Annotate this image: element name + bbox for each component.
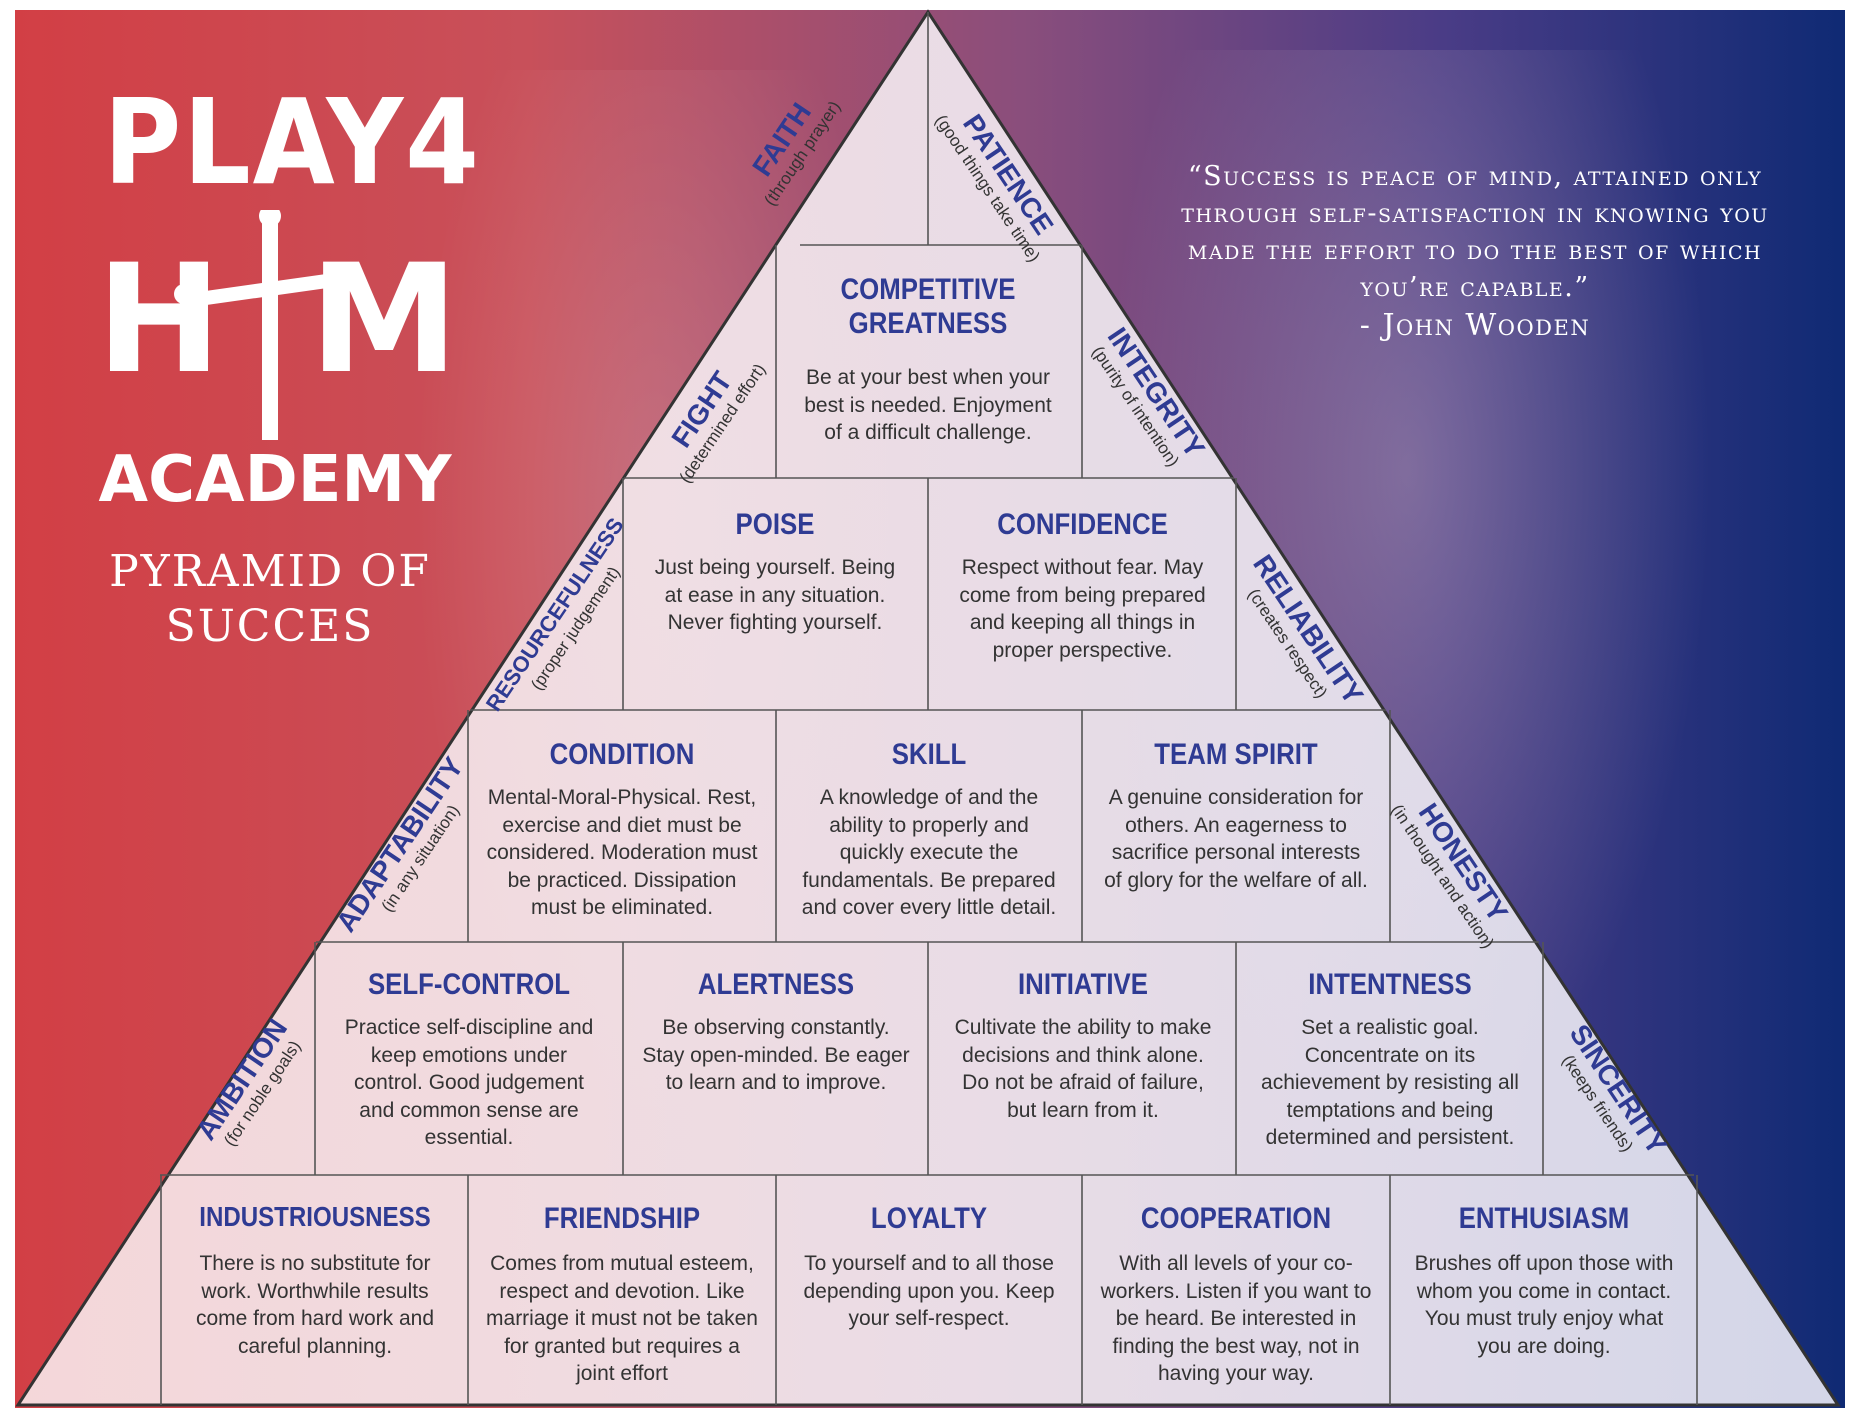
block-alertness-desc: Be observing constantly. Stay open-minde… [642,1016,910,1094]
pyramid-subtitle-line2: SUCCES [165,601,375,652]
nail-cross-icon [174,210,361,440]
block-condition-title: CONDITION [549,738,695,771]
block-industriousness-desc: There is no substitute for work. Worthwh… [195,1252,435,1358]
block-self-control-title: SELF-CONTROL [367,968,571,1001]
block-cooperation-desc: With all levels of your co-workers. List… [1100,1252,1372,1385]
logo-him-m: M [309,233,461,407]
block-initiative-desc: Cultivate the ability to make decisions … [954,1016,1212,1122]
block-intentness-title: INTENTNESS [1308,968,1472,1001]
block-friendship-desc: Comes from mutual esteem, respect and de… [486,1252,758,1385]
block-team-spirit-desc: A genuine consideration for others. An e… [1104,786,1368,892]
block-confidence-desc: Respect without fear. May come from bein… [959,556,1206,662]
block-loyalty-title: LOYALTY [870,1202,988,1235]
block-initiative-title: INITIATIVE [1018,968,1148,1001]
wooden-quote: “Success is peace of mind, attained only… [1181,161,1769,303]
block-poise-title: POISE [735,508,815,541]
block-condition-desc: Mental-Moral-Physical. Rest, exercise an… [486,786,758,919]
quote-author: - John Wooden [1359,308,1591,343]
block-enthusiasm-title: ENTHUSIASM [1458,1202,1630,1235]
block-alertness-title: ALERTNESS [697,968,855,1001]
block-team-spirit-title: TEAM SPIRIT [1154,738,1318,771]
block-friendship-title: FRIENDSHIP [543,1202,701,1235]
block-skill-title: SKILL [891,738,967,771]
pyramid-subtitle-line1: PYRAMID OF [109,546,431,597]
logo-play4: PLAY4 [103,73,481,211]
block-intentness-desc: Set a realistic goal. Concentrate on its… [1261,1016,1519,1149]
logo-academy: ACADEMY [98,443,452,517]
pyramid-grid-lines [160,12,1698,1405]
block-loyalty-desc: To yourself and to all those depending u… [803,1252,1055,1330]
block-cooperation-title: COOPERATION [1140,1202,1332,1235]
block-confidence-title: CONFIDENCE [997,508,1168,541]
block-skill-desc: A knowledge of and the ability to proper… [801,786,1057,919]
block-enthusiasm-desc: Brushes off upon those with whom you com… [1414,1252,1674,1358]
block-poise-desc: Just being yourself. Being at ease in an… [654,556,896,634]
block-self-control-desc: Practice self-discipline and keep emotio… [344,1016,594,1149]
block-competitive-greatness-desc: Be at your best when your best is needed… [804,366,1052,444]
block-industriousness-title: INDUSTRIOUSNESS [199,1201,431,1232]
block-competitive-greatness-title: COMPETITIVE GREATNESS [840,273,1016,340]
logo-him-h: H [96,233,224,407]
